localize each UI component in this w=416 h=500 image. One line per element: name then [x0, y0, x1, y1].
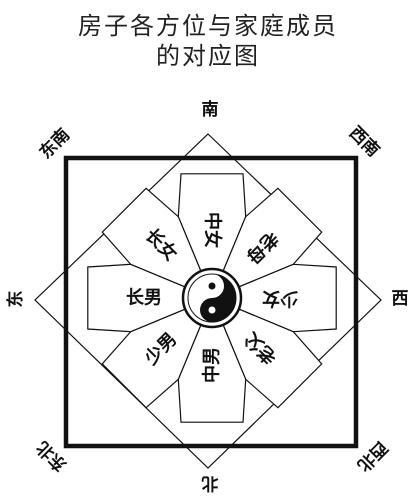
- direction-label-southwest: 西南: [345, 122, 384, 161]
- diagram-subtitle: 的对应图: [156, 42, 260, 70]
- direction-label-south: 南: [202, 99, 219, 120]
- member-label-south: 中女: [202, 212, 224, 248]
- diagram-title: 房子各方位与家庭成员: [78, 12, 338, 40]
- direction-label-north: 北: [202, 473, 219, 493]
- member-label-north: 中男: [201, 347, 223, 383]
- member-label-east: 长男: [126, 288, 162, 309]
- direction-label-northwest: 西北: [353, 437, 391, 475]
- member-label-west: 少女: [262, 288, 299, 310]
- house-square: [63, 155, 359, 449]
- yin-yang-icon: [181, 267, 243, 329]
- outer-diamond: [34, 133, 382, 469]
- direction-label-east: 东: [5, 291, 26, 308]
- direction-label-west: 西: [392, 289, 409, 309]
